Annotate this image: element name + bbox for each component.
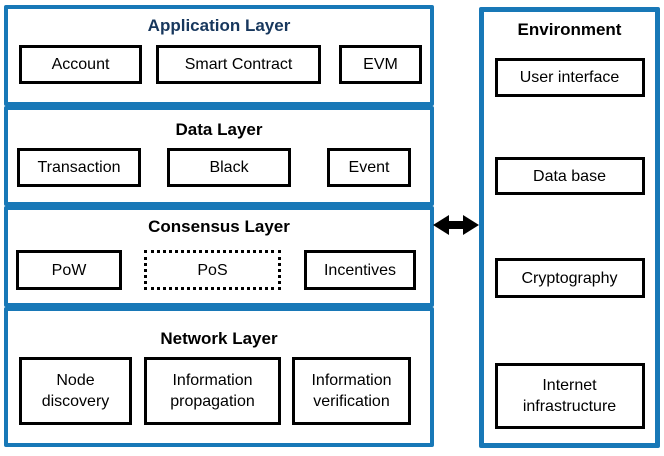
data-layer-row: Transaction Black Event	[8, 148, 430, 187]
consensus-layer-title: Consensus Layer	[148, 217, 290, 236]
network-layer-title: Network Layer	[160, 329, 278, 348]
box-pos: PoS	[144, 250, 281, 290]
environment-title: Environment	[517, 20, 622, 39]
box-black: Black	[167, 148, 291, 187]
box-data-base: Data base	[494, 157, 645, 195]
application-layer-title: Application Layer	[147, 16, 291, 35]
box-evm: EVM	[339, 45, 422, 84]
box-user-interface: User interface	[494, 58, 645, 97]
box-information-verification: Information verification	[292, 357, 411, 425]
data-layer: Data Layer Transaction Black Event	[4, 106, 434, 206]
box-account: Account	[19, 45, 142, 84]
box-incentives: Incentives	[304, 250, 416, 290]
consensus-layer: Consensus Layer PoW PoS Incentives	[4, 206, 434, 307]
double-headed-arrow-icon	[433, 212, 479, 238]
blockchain-layer-stack: Application Layer Account Smart Contract…	[4, 5, 434, 447]
box-internet-infrastructure: Internet infrastructure	[494, 363, 645, 429]
consensus-layer-row: PoW PoS Incentives	[8, 250, 430, 290]
network-layer: Network Layer Node discovery Information…	[4, 307, 434, 447]
box-transaction: Transaction	[17, 148, 141, 187]
box-cryptography: Cryptography	[494, 258, 645, 298]
box-information-propagation: Information propagation	[144, 357, 281, 425]
box-node-discovery: Node discovery	[19, 357, 132, 425]
network-layer-row: Node discovery Information propagation I…	[8, 357, 430, 425]
box-pow: PoW	[16, 250, 122, 290]
box-smart-contract: Smart Contract	[156, 45, 321, 84]
application-layer-row: Account Smart Contract EVM	[8, 45, 430, 84]
data-layer-title: Data Layer	[175, 120, 263, 139]
box-event: Event	[327, 148, 411, 187]
environment-column: Environment User interface Data base Cry…	[479, 7, 660, 448]
application-layer: Application Layer Account Smart Contract…	[4, 5, 434, 106]
